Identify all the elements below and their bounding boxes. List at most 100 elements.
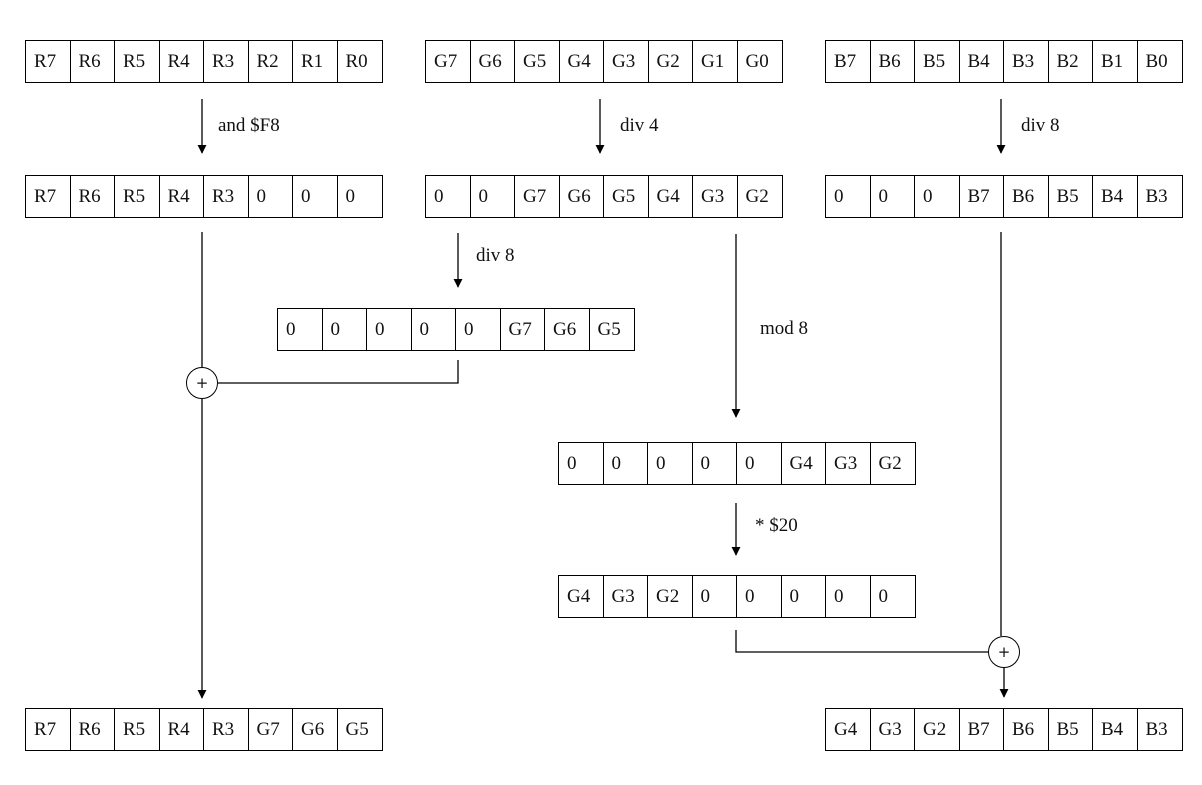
bit-cell: B0	[1145, 50, 1168, 72]
bit-cell: G2	[915, 709, 960, 750]
bit-cell: 0	[648, 443, 693, 484]
bit-cell: 0	[915, 176, 960, 217]
bit-cell: B6	[1004, 176, 1049, 217]
bit-cell: 0	[693, 443, 737, 484]
bit-cell: G4	[559, 576, 604, 617]
bit-cell: B5	[1049, 176, 1093, 217]
bit-cell: R3	[204, 709, 249, 750]
bit-cell: R5	[115, 176, 160, 217]
bit-cell: G1	[693, 41, 738, 82]
bit-cell: 0	[367, 309, 412, 350]
bit-cell: G4	[782, 443, 826, 484]
bit-cell: G2	[878, 452, 902, 474]
bit-cell: G2	[649, 41, 693, 82]
label-mul20: * $20	[755, 515, 798, 536]
bit-cell: G7	[249, 709, 293, 750]
bit-cell: G4	[560, 41, 604, 82]
bit-cell: R4	[160, 709, 204, 750]
bit-cell: 0	[345, 185, 356, 207]
bit-cell: B3	[1145, 718, 1168, 740]
bit-cell: B4	[1093, 176, 1138, 217]
bit-cell: R6	[71, 176, 115, 217]
bit-cell: G7	[515, 176, 560, 217]
bit-cell: 0	[278, 309, 323, 350]
bit-cell: 0	[426, 176, 471, 217]
bit-cell: B6	[871, 41, 915, 82]
bit-cell: B1	[1093, 41, 1138, 82]
bit-cell: G3	[826, 443, 871, 484]
adder-left: +	[186, 367, 218, 399]
bit-cell: G2	[745, 185, 769, 207]
bit-cell: B5	[1049, 709, 1093, 750]
bit-cell: B4	[1093, 709, 1138, 750]
bit-cell: 0	[249, 176, 293, 217]
bit-cell: R5	[115, 709, 160, 750]
bit-cell: 0	[293, 176, 338, 217]
bit-cell: G6	[560, 176, 604, 217]
bit-cell: G6	[545, 309, 590, 350]
bit-cell: 0	[323, 309, 367, 350]
bit-cell: G7	[426, 41, 471, 82]
label-mod8: mod 8	[760, 318, 809, 339]
bit-cell: B5	[915, 41, 960, 82]
bit-cell: 0	[693, 576, 737, 617]
bit-cell: G7	[501, 309, 545, 350]
bit-cell: B7	[826, 41, 871, 82]
line-g-div8-to-adder	[218, 360, 459, 384]
bit-cell: B4	[960, 41, 1004, 82]
bit-cell: R4	[160, 176, 204, 217]
bit-cell: 0	[456, 309, 501, 350]
bit-cell: R0	[345, 50, 368, 72]
bit-cell: 0	[412, 309, 456, 350]
bit-cell: G3	[604, 41, 649, 82]
bit-cell: R2	[249, 41, 293, 82]
bit-cell: 0	[604, 443, 648, 484]
bit-cell: 0	[871, 176, 915, 217]
bit-cell: G5	[345, 718, 369, 740]
bit-cell: 0	[737, 576, 782, 617]
label-div8-b: div 8	[1021, 115, 1060, 136]
bit-cell: G3	[604, 576, 648, 617]
bit-cell: 0	[471, 176, 515, 217]
bit-cell: R3	[204, 176, 249, 217]
bit-cell: 0	[782, 576, 826, 617]
bit-cell: B6	[1004, 709, 1049, 750]
bit-cell: R6	[71, 709, 115, 750]
bit-cell: G6	[471, 41, 515, 82]
bit-cell: 0	[559, 443, 604, 484]
label-div8-g: div 8	[476, 245, 515, 266]
bit-cell: G0	[745, 50, 769, 72]
bit-cell: 0	[826, 576, 871, 617]
bit-cell: R6	[71, 41, 115, 82]
bit-cell: B7	[960, 709, 1004, 750]
bit-cell: 0	[737, 443, 782, 484]
bit-cell: R4	[160, 41, 204, 82]
bit-cell: 0	[826, 176, 871, 217]
bit-cell: G5	[604, 176, 649, 217]
bit-cell: R3	[204, 41, 249, 82]
bit-cell: G5	[597, 318, 621, 340]
bit-cell: G4	[826, 709, 871, 750]
bit-cell: R7	[26, 176, 71, 217]
bit-cell: G3	[693, 176, 738, 217]
bit-cell: G3	[871, 709, 915, 750]
bit-cell: G6	[293, 709, 338, 750]
bit-cell: G4	[649, 176, 693, 217]
bit-cell: B3	[1145, 185, 1168, 207]
bit-cell: B3	[1004, 41, 1049, 82]
bit-cell: R5	[115, 41, 160, 82]
bit-cell: R1	[293, 41, 338, 82]
